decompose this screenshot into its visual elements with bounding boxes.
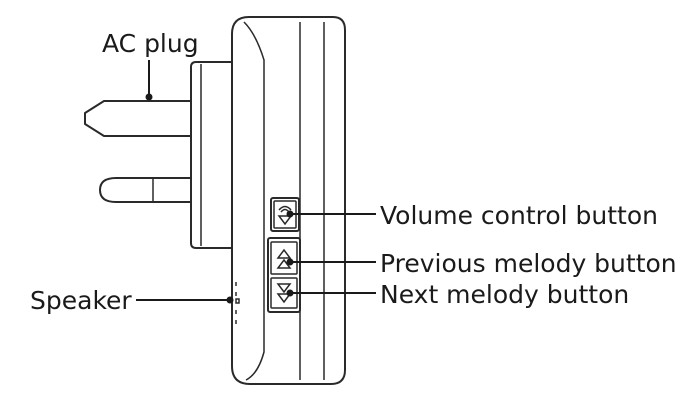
plug-base — [190, 61, 233, 249]
up-arrow-icon — [276, 248, 292, 269]
leader-lines — [136, 60, 376, 304]
label-speaker: Speaker — [30, 286, 132, 315]
label-previous-melody-button: Previous melody button — [380, 249, 677, 278]
label-volume-control-button: Volume control button — [380, 201, 658, 230]
housing-contour-left — [243, 21, 265, 381]
label-ac-plug: AC plug — [102, 29, 199, 58]
melody-button-panel — [267, 237, 301, 313]
speaker-grille — [235, 282, 240, 324]
leader-dot-next — [286, 289, 294, 297]
leader-dot-volume — [286, 210, 294, 218]
leader-dot-previous — [286, 258, 294, 266]
previous-melody-button — [270, 241, 298, 275]
leader-dot-ac-plug — [145, 93, 153, 101]
leader-dot-speaker — [226, 296, 234, 304]
ac-plug — [84, 61, 233, 249]
plug-prong-lower — [99, 177, 197, 203]
down-arrow-icon — [276, 283, 292, 304]
label-next-melody-button: Next melody button — [380, 280, 629, 309]
plug-prong-upper — [84, 100, 197, 137]
